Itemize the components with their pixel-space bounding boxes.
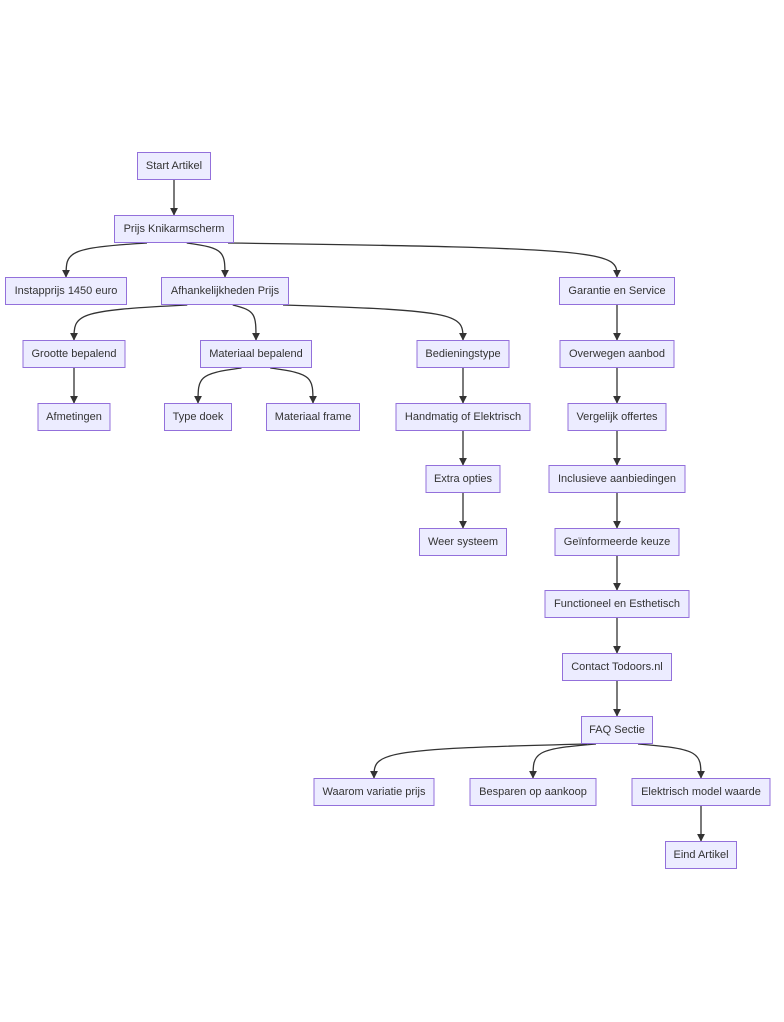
edge-d-h xyxy=(282,304,467,341)
edge-u-w xyxy=(529,743,597,779)
node-j: Afmetingen xyxy=(37,403,111,431)
node-f: Grootte bepalend xyxy=(22,340,126,368)
node-v: Waarom variatie prijs xyxy=(313,778,435,806)
node-e: Garantie en Service xyxy=(559,277,675,305)
node-y: Eind Artikel xyxy=(665,841,737,869)
node-c: Instapprijs 1450 euro xyxy=(5,277,127,305)
node-d: Afhankelijkheden Prijs xyxy=(161,277,289,305)
node-o: Extra opties xyxy=(425,465,501,493)
node-s: Functioneel en Esthetisch xyxy=(544,590,690,618)
edge-u-x xyxy=(637,743,705,779)
edge-u-v xyxy=(370,743,588,779)
node-n: Vergelijk offertes xyxy=(567,403,667,431)
edge-b-e xyxy=(227,242,621,278)
node-b: Prijs Knikarmscherm xyxy=(114,215,234,243)
edge-d-g xyxy=(232,304,260,341)
edge-g-l xyxy=(270,367,317,404)
node-m: Handmatig of Elektrisch xyxy=(395,403,531,431)
node-a: Start Artikel xyxy=(137,152,211,180)
edge-b-c xyxy=(62,242,148,278)
edge-d-f xyxy=(70,304,188,341)
node-h: Bedieningstype xyxy=(416,340,510,368)
node-g: Materiaal bepalend xyxy=(200,340,312,368)
edge-g-k xyxy=(194,367,242,404)
node-i: Overwegen aanbod xyxy=(559,340,675,368)
node-u: FAQ Sectie xyxy=(581,716,653,744)
node-r: Geïnformeerde keuze xyxy=(554,528,680,556)
node-k: Type doek xyxy=(164,403,232,431)
node-l: Materiaal frame xyxy=(266,403,360,431)
node-t: Contact Todoors.nl xyxy=(562,653,672,681)
node-x: Elektrisch model waarde xyxy=(631,778,771,806)
node-p: Inclusieve aanbiedingen xyxy=(548,465,686,493)
node-q: Weer systeem xyxy=(419,528,507,556)
edge-b-d xyxy=(186,242,229,278)
node-w: Besparen op aankoop xyxy=(469,778,597,806)
